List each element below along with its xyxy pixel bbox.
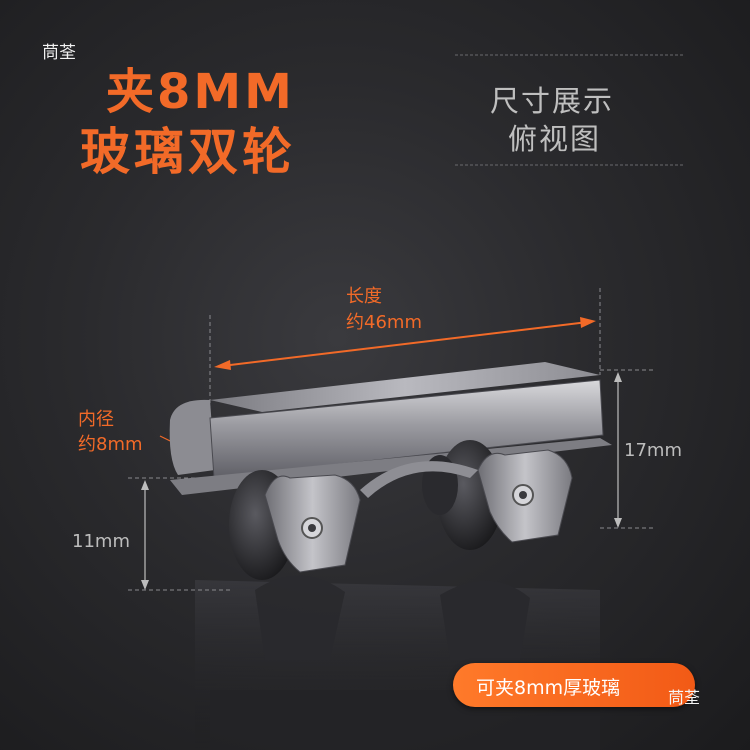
brand-watermark-bottom: 茼荃 [668,688,701,707]
inner-diameter-value: 约8mm [78,434,143,455]
inner-diameter-label: 内径 [78,409,114,430]
height-17mm-arrow [614,372,622,528]
title-line-1: 夹8MM [106,64,295,120]
length-arrow [214,317,596,370]
view-label-line-2: 俯视图 [508,122,602,156]
length-label: 长度 [346,286,382,307]
height-total-label: 17mm [624,440,682,461]
feature-badge: 可夹8mm厚玻璃 [453,663,695,707]
feature-badge-text: 可夹8mm厚玻璃 [476,677,621,699]
title-line-2: 玻璃双轮 [80,123,296,181]
double-wheel-glass-clamp-roller-icon [169,362,612,580]
length-value: 约46mm [346,312,422,333]
height-wheel-label: 11mm [72,531,130,552]
height-11mm-arrow [141,480,149,590]
view-label-line-1: 尺寸展示 [490,84,615,118]
brand-watermark-top: 茼荃 [42,43,76,63]
